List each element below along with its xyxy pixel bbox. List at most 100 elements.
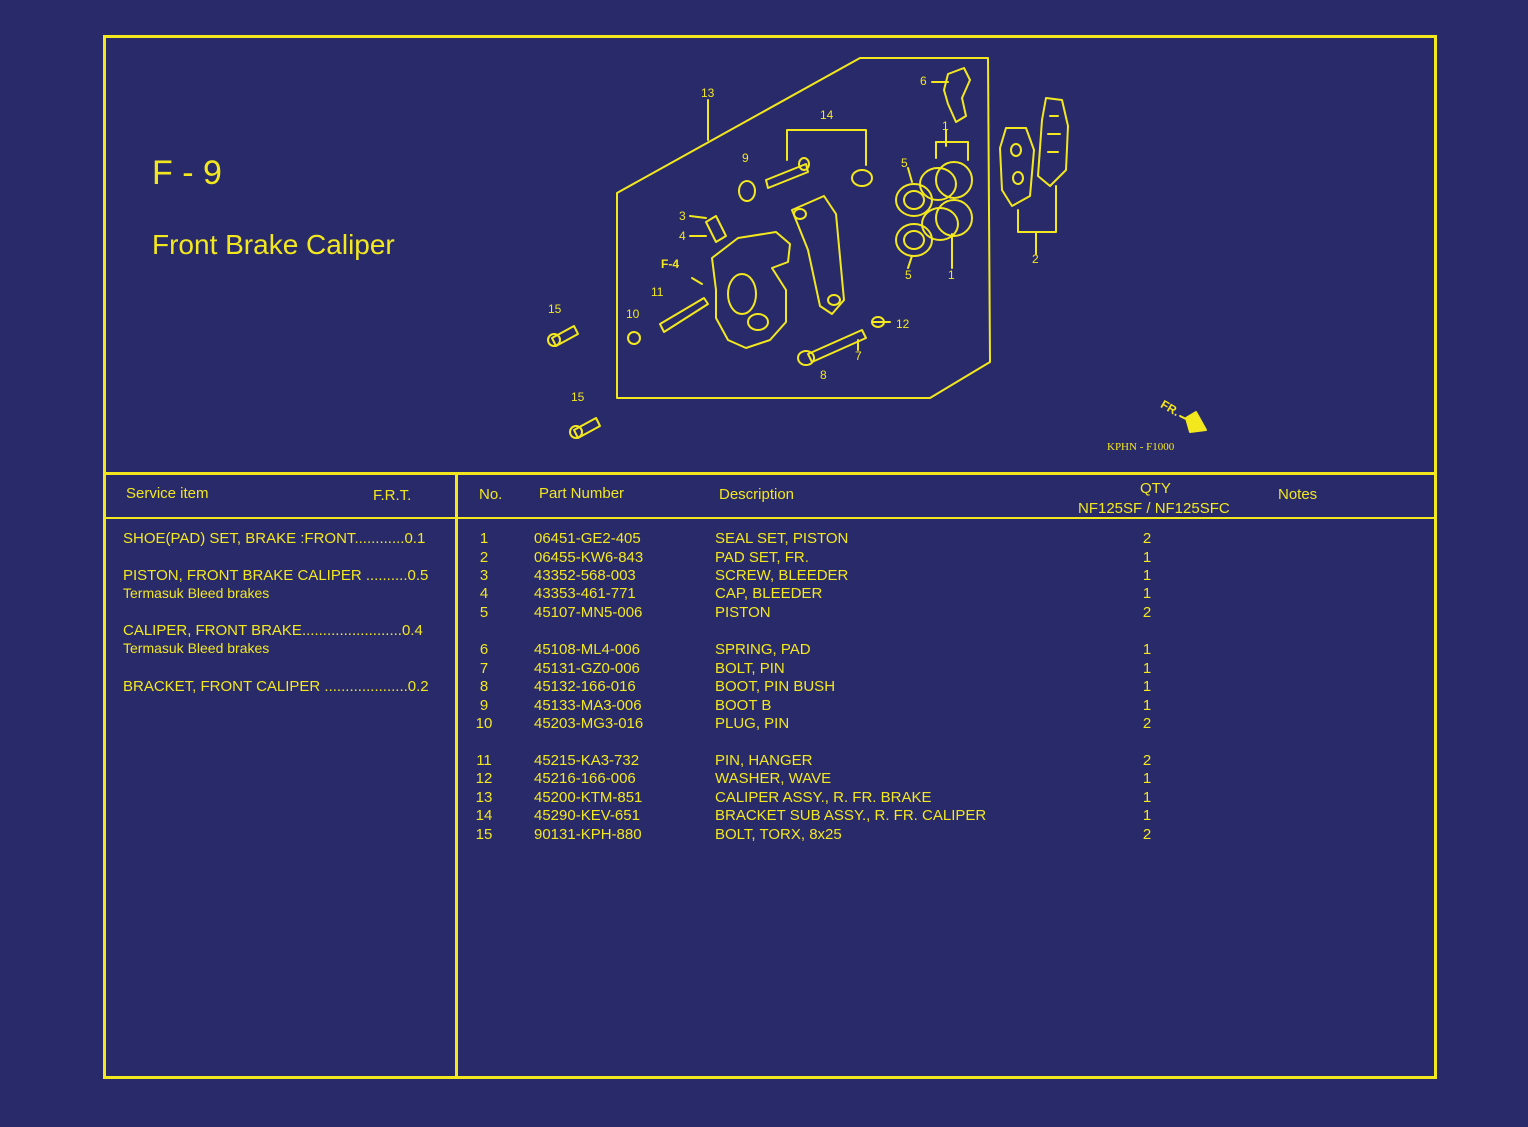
part-row-number: 45108-ML4-006 <box>534 641 640 658</box>
callout: 14 <box>820 108 834 122</box>
part-row-number: 45132-166-016 <box>534 678 636 695</box>
part-row-no: 5 <box>479 604 489 621</box>
table-column-divider <box>455 472 458 1079</box>
part-row-no: 6 <box>479 641 489 658</box>
frt-header: F.R.T. <box>373 487 412 504</box>
callout: 10 <box>626 307 640 321</box>
service-row: BRACKET, FRONT CALIPER .................… <box>123 678 429 695</box>
callout: 12 <box>896 317 910 331</box>
service-frt: 0.4 <box>401 622 423 639</box>
service-item: BRACKET, FRONT CALIPER <box>123 678 321 695</box>
service-row: PISTON, FRONT BRAKE CALIPER ..........0.… <box>123 567 429 584</box>
part-number-header: Part Number <box>539 485 625 502</box>
service-note: Termasuk Bleed brakes <box>123 640 270 656</box>
no-header: No. <box>479 486 503 503</box>
part-row-qty: 1 <box>1142 549 1152 566</box>
part-row-description: WASHER, WAVE <box>715 770 832 787</box>
part-row-no: 7 <box>479 660 489 677</box>
callout: 9 <box>742 151 749 165</box>
part-row-no: 15 <box>475 826 493 843</box>
part-row-no: 9 <box>479 697 489 714</box>
service-row: SHOE(PAD) SET, BRAKE :FRONT............0… <box>123 530 426 547</box>
part-row-description: SCREW, BLEEDER <box>715 567 849 584</box>
sheet-frame <box>103 35 1437 1079</box>
assembly-boundary <box>616 57 991 399</box>
brake-pad <box>999 127 1035 207</box>
part-row-number: 43352-568-003 <box>534 567 636 584</box>
fr-label: FR. <box>1158 397 1182 419</box>
part-row-qty: 1 <box>1142 697 1152 714</box>
part-row-no: 11 <box>476 752 492 769</box>
callout: 7 <box>855 349 862 363</box>
part-row-description: BOLT, PIN <box>715 660 785 677</box>
part-row-no: 2 <box>479 549 489 566</box>
part-row-no: 1 <box>479 530 489 547</box>
part-row-qty: 1 <box>1142 807 1152 824</box>
pad-spring <box>943 67 971 123</box>
exploded-parts-diagram: 13 14 9 6 1 5 3 4 2 15 10 11 12 7 8 5 1 … <box>547 57 1207 453</box>
part-row-no: 3 <box>479 567 489 584</box>
part-row-description: BOLT, TORX, 8x25 <box>715 826 842 843</box>
part-row-description: PISTON <box>715 604 771 621</box>
service-item: SHOE(PAD) SET, BRAKE :FRONT <box>123 530 355 547</box>
part-row-description: CAP, BLEEDER <box>715 585 823 602</box>
part-row-description: BOOT B <box>715 697 772 714</box>
part-row-qty: 2 <box>1142 826 1152 843</box>
callout: 5 <box>905 268 912 282</box>
callout: 6 <box>920 74 927 88</box>
description-header: Description <box>719 486 795 503</box>
page-code: F - 9 <box>152 154 222 192</box>
part-row-qty: 2 <box>1142 715 1152 732</box>
front-arrow <box>1185 411 1207 433</box>
part-row-number: 45203-MG3-016 <box>534 715 644 732</box>
page-title: Front Brake Caliper <box>152 229 395 260</box>
service-note: Termasuk Bleed brakes <box>123 585 270 601</box>
part-row-number: 45133-MA3-006 <box>534 697 642 714</box>
part-row-number: 45216-166-006 <box>534 770 636 787</box>
part-row-description: CALIPER ASSY., R. FR. BRAKE <box>715 789 932 806</box>
part-row-qty: 1 <box>1142 770 1152 787</box>
callout: 15 <box>548 302 562 316</box>
part-row-description: PLUG, PIN <box>715 715 790 732</box>
part-row-description: BOOT, PIN BUSH <box>715 678 836 695</box>
part-row-number: 45290-KEV-651 <box>534 807 640 824</box>
part-row-number: 45200-KTM-851 <box>534 789 643 806</box>
service-item-header: Service item <box>126 485 209 502</box>
part-row-qty: 2 <box>1142 752 1152 769</box>
diagram-ref: KPHN - F1000 <box>1107 441 1175 453</box>
part-row-description: PAD SET, FR. <box>715 549 809 566</box>
bracket <box>791 195 845 315</box>
part-row-qty: 1 <box>1142 585 1152 602</box>
part-row-number: 43353-461-771 <box>534 585 636 602</box>
part-row-no: 10 <box>475 715 493 732</box>
part-row-qty: 1 <box>1142 641 1152 658</box>
part-row-description: SPRING, PAD <box>715 641 811 658</box>
diagram-divider <box>103 472 1437 475</box>
part-row-no: 4 <box>479 585 489 602</box>
part-row-no: 8 <box>479 678 489 695</box>
service-frt: 0.5 <box>407 567 429 584</box>
brake-pad-outer <box>1037 97 1069 187</box>
part-row-qty: 1 <box>1142 660 1152 677</box>
callout: 5 <box>901 156 908 170</box>
table-header-divider <box>103 517 1437 519</box>
callout: 8 <box>820 368 827 382</box>
caliper-body <box>711 231 791 349</box>
qty-header: QTY <box>1140 480 1171 497</box>
callout: 1 <box>942 119 949 133</box>
service-item: CALIPER, FRONT BRAKE <box>123 622 302 639</box>
part-row-description: PIN, HANGER <box>715 752 813 769</box>
part-row-description: SEAL SET, PISTON <box>715 530 849 547</box>
callout: 4 <box>679 229 686 243</box>
callout: 1 <box>948 268 955 282</box>
part-row-number: 06451-GE2-405 <box>534 530 641 547</box>
callout: 11 <box>651 285 664 299</box>
service-row: CALIPER, FRONT BRAKE....................… <box>123 622 423 639</box>
callout: 2 <box>1032 252 1039 266</box>
qty-models-header: NF125SF / NF125SFC <box>1078 500 1230 517</box>
service-item: PISTON, FRONT BRAKE CALIPER <box>123 567 362 584</box>
part-row-number: 90131-KPH-880 <box>534 826 642 843</box>
service-frt: 0.1 <box>404 530 426 547</box>
part-row-number: 06455-KW6-843 <box>534 549 644 566</box>
part-row-number: 45215-KA3-732 <box>534 752 640 769</box>
